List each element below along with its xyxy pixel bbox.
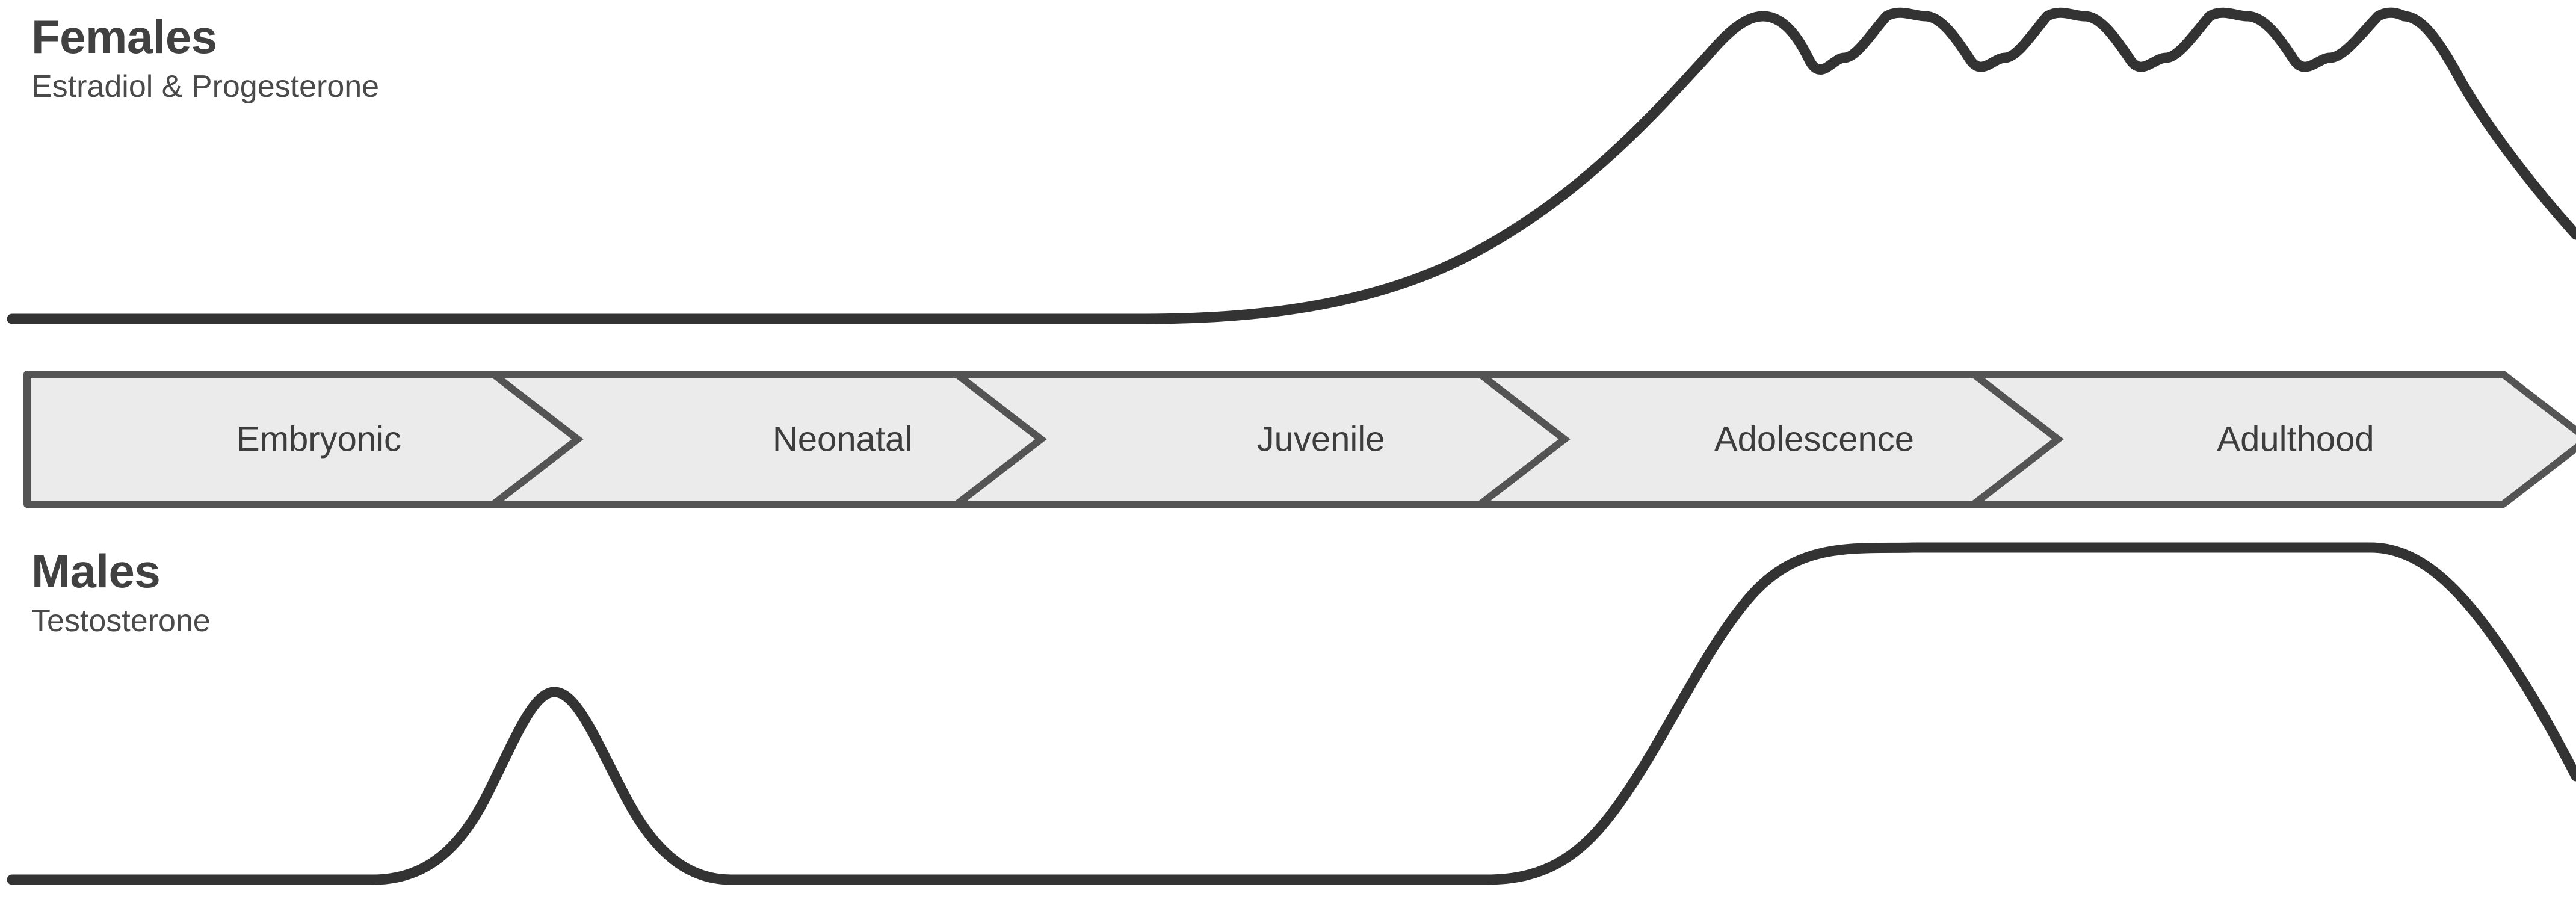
stage-label-adolescence: Adolescence xyxy=(1714,419,1915,459)
females-title: Females xyxy=(31,10,217,63)
chevron-separator-2 xyxy=(954,371,1047,507)
chevron-separator-1 xyxy=(491,371,584,507)
stage-label-juvenile: Juvenile xyxy=(1256,419,1385,459)
females-label-block: Females Estradiol & Progesterone xyxy=(31,13,379,102)
stage-label-adulthood: Adulthood xyxy=(2217,419,2374,459)
chevron-separator-4 xyxy=(1971,371,2064,507)
males-title: Males xyxy=(31,545,161,597)
males-subtitle: Testosterone xyxy=(31,604,211,638)
females-subtitle: Estradiol & Progesterone xyxy=(31,69,380,104)
stage-label-embryonic: Embryonic xyxy=(236,419,401,459)
stage-label-neonatal: Neonatal xyxy=(772,419,913,459)
male-hormone-curve xyxy=(7,542,2576,885)
males-label-block: Males Testosterone xyxy=(31,548,211,637)
female-hormone-curve xyxy=(7,7,2576,324)
chevron-separator-3 xyxy=(1478,371,1571,507)
